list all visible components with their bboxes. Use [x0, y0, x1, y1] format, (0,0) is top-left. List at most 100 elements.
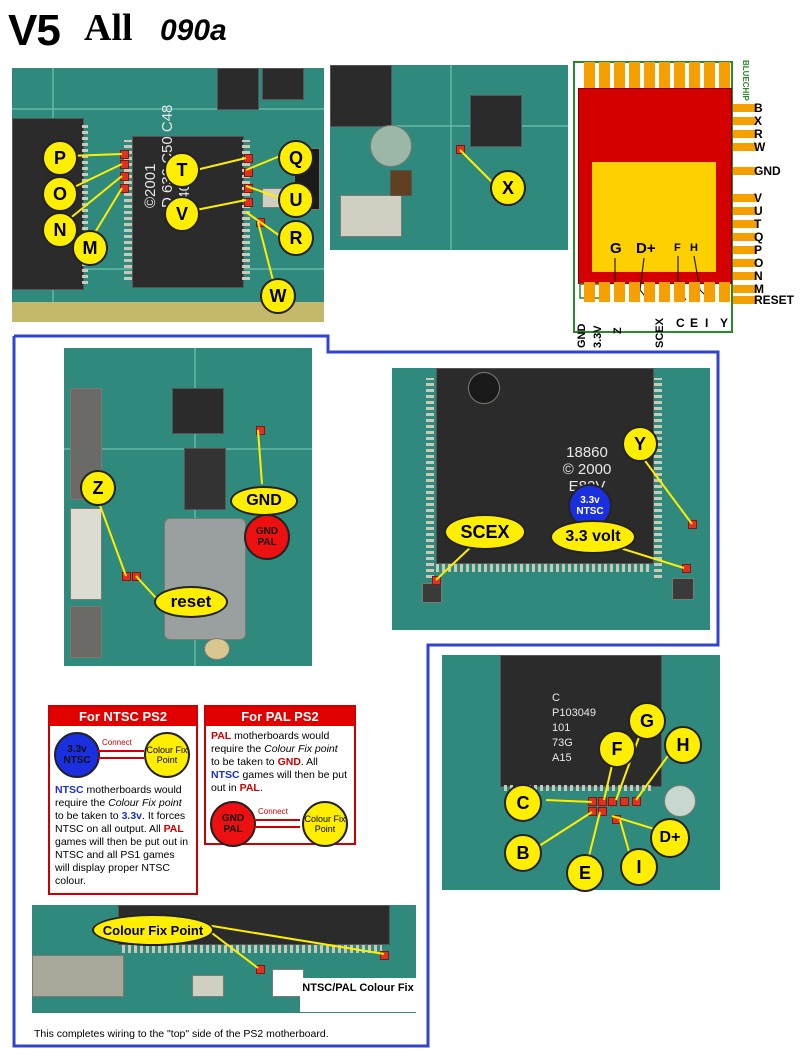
point-label-gnd: GND: [230, 486, 298, 516]
modchip-right-pin: [733, 207, 757, 215]
point-label-w: W: [260, 278, 296, 314]
pal-connect-diagram: GND PAL Connect Colour Fix Point: [206, 799, 354, 849]
modchip-top-pin: [689, 62, 700, 88]
title-model: V5: [8, 6, 61, 55]
modchip-right-label: X: [754, 114, 763, 128]
modchip-bottom-pin: [689, 282, 700, 302]
chip-marking-bottom-line: 73G: [552, 737, 573, 749]
pal-connect-left: GND PAL: [210, 801, 256, 847]
modchip-right-pin: [733, 130, 757, 138]
modchip-bottom-pin: [584, 282, 595, 302]
point-label-z: Z: [80, 470, 116, 506]
modchip-right-label: O: [754, 256, 764, 270]
modchip-right-label: GND: [754, 164, 781, 178]
chip-marking-bottom-line: A15: [552, 752, 572, 764]
modchip-top-pin: [614, 62, 625, 88]
modchip-right-pin: [733, 194, 757, 202]
modchip-right-label: M: [754, 282, 764, 296]
modchip-bottom-c: C: [676, 316, 685, 330]
modchip-right-pin: [733, 220, 757, 228]
point-label-q: Q: [278, 140, 314, 176]
point-label-scex: SCEX: [444, 514, 526, 550]
modchip-bottom-i: I: [705, 316, 709, 330]
modchip-right-pin: [733, 296, 757, 304]
modchip-die: [592, 162, 716, 272]
point-label-p: P: [42, 140, 78, 176]
modchip-right-pin: [733, 104, 757, 112]
modchip-right-pin: [733, 259, 757, 267]
colour-fix-caption-box: NTSC/PAL Colour Fix: [300, 978, 416, 1012]
point-label-reset: reset: [154, 586, 228, 618]
chip-marking-bottom-line: C: [552, 692, 560, 704]
point-label-dplus: D+: [650, 818, 690, 858]
modchip-right-pin: [733, 167, 757, 175]
point-label-y: Y: [622, 426, 658, 462]
point-label-g: G: [628, 702, 666, 740]
modchip-bottom-y: Y: [720, 316, 729, 330]
modchip-right-label: Q: [754, 230, 764, 244]
point-label-v: V: [164, 196, 200, 232]
point-label-h: H: [664, 726, 702, 764]
shield-can: [164, 518, 246, 640]
point-label-t: T: [164, 152, 200, 188]
modchip-bottom-pin: [674, 282, 685, 302]
point-label-r: R: [278, 220, 314, 256]
modchip-right-label: B: [754, 101, 763, 115]
pal-info-header: For PAL PS2: [206, 707, 354, 726]
modchip-right-label: V: [754, 191, 763, 205]
modchip-right-pin: [733, 117, 757, 125]
footer-note: This completes wiring to the "top" side …: [34, 1028, 329, 1040]
modchip-top-pin: [674, 62, 685, 88]
point-label-x: X: [490, 170, 526, 206]
modchip-top-pin: [704, 62, 715, 88]
modchip-bottom-pin: [644, 282, 655, 302]
modchip-right-label: N: [754, 269, 763, 283]
modchip-bottom-pin: [614, 282, 625, 302]
modchip-bottom-e: E: [690, 316, 699, 330]
modchip-right-label: R: [754, 127, 763, 141]
point-label-gnd-pal: GND PAL: [244, 514, 290, 560]
modchip-right-pin: [733, 285, 757, 293]
point-label-e: E: [566, 854, 604, 892]
pal-info-box: For PAL PS2 PAL motherboards would requi…: [204, 705, 356, 847]
ntsc-info-header: For NTSC PS2: [50, 707, 196, 726]
modchip-bottom-pin: [719, 282, 730, 302]
modchip-bottom-pin: [599, 282, 610, 302]
title-code: 090a: [160, 14, 227, 47]
ntsc-info-text: NTSC motherboards would require the Colo…: [55, 784, 189, 887]
modchip-right-label: U: [754, 204, 763, 218]
point-label-o: O: [42, 176, 78, 212]
modchip-top-pin: [599, 62, 610, 88]
ntsc-connect-left: 3.3v NTSC: [54, 732, 100, 778]
chip-marking-right-line: © 2000: [562, 461, 612, 478]
colour-fix-caption: NTSC/PAL Colour Fix: [302, 982, 414, 994]
modchip-label-h: H: [690, 242, 698, 254]
ntsc-connect-diagram: 3.3v NTSC Connect Colour Fix Point: [50, 726, 196, 784]
point-label-f: F: [598, 730, 636, 768]
modchip-label-g: G: [610, 240, 622, 257]
pal-connect-label: Connect: [258, 807, 288, 816]
point-label-m: M: [72, 230, 108, 266]
title-scope: All: [84, 7, 133, 49]
ntsc-connect-line: [98, 750, 144, 759]
modchip-label-f: F: [674, 242, 681, 254]
chip-marking-bottom-line: P103049: [552, 707, 597, 719]
modchip-bottom-pin: [629, 282, 640, 302]
modchip-label-dplus: D+: [636, 240, 656, 257]
chip-marking-right-line: 18860: [566, 444, 608, 461]
modchip-right-label: W: [754, 140, 766, 154]
modchip-top-pin: [719, 62, 730, 88]
modchip-right-label: RESET: [754, 293, 795, 307]
chip-marking-bottom: C P103049 101 73G A15: [552, 691, 596, 766]
ntsc-connect-label: Connect: [102, 738, 132, 747]
point-label-i: I: [620, 848, 658, 886]
photo-top-middle: [330, 65, 568, 250]
modchip-right-pin: [733, 143, 757, 151]
point-label-c: C: [504, 784, 542, 822]
pal-connect-line: [254, 819, 300, 828]
modchip-top-pin: [659, 62, 670, 88]
chip-marking-bottom-line: 101: [552, 722, 571, 734]
modchip-right-label: P: [754, 243, 763, 257]
modchip-right-pin: [733, 233, 757, 241]
